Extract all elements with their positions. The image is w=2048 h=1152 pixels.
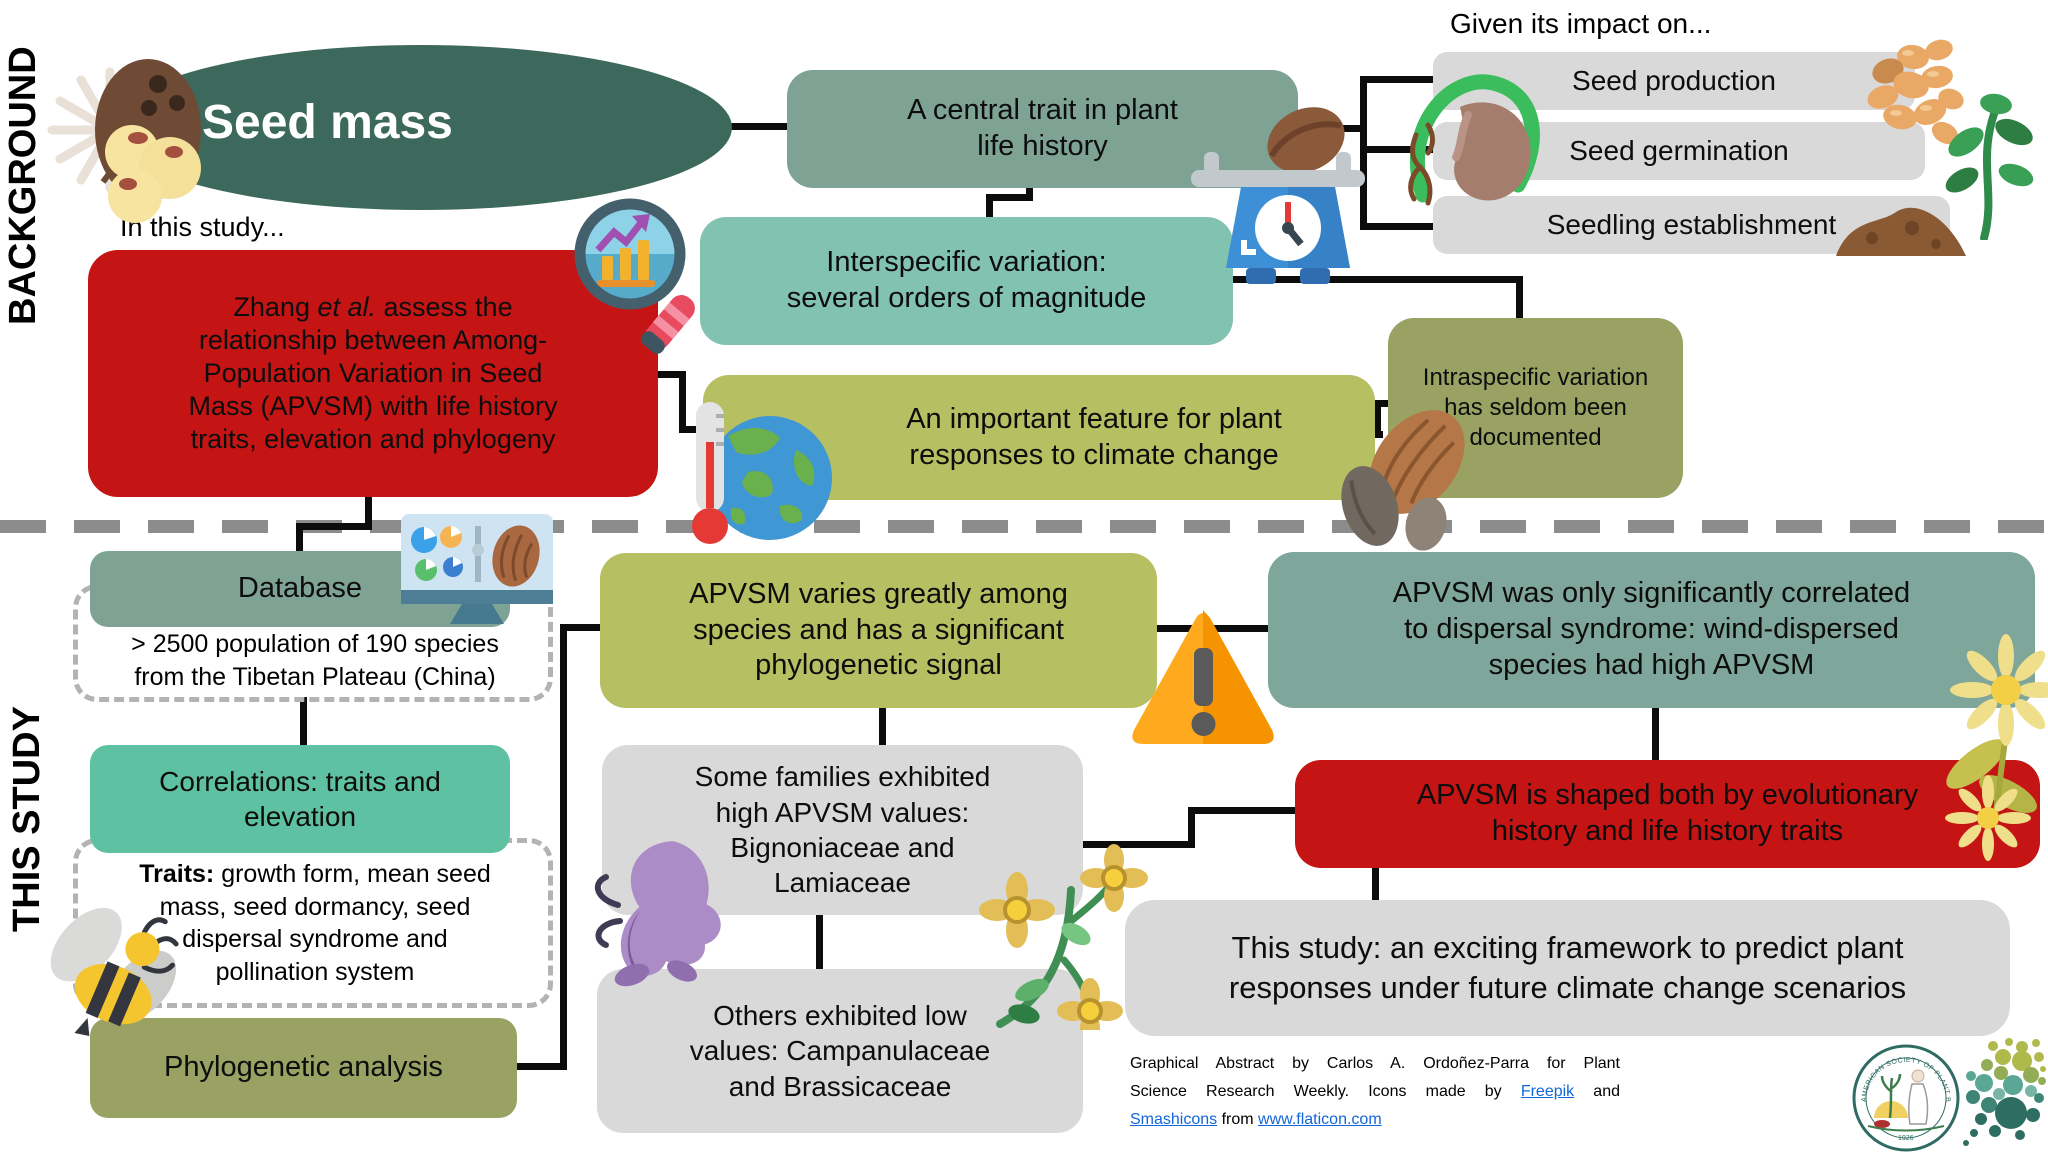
box-line: documented: [1469, 423, 1602, 451]
connector: [1360, 223, 1436, 230]
database-note: > 2500 population of 190 species from th…: [131, 630, 499, 691]
globe-thermometer-icon: [688, 398, 833, 561]
connector: [300, 697, 307, 749]
given-impact-label: Given its impact on...: [1450, 8, 1712, 39]
connector: [986, 194, 1033, 201]
almond-seeds-icon: [1322, 392, 1477, 557]
freepik-link[interactable]: Freepik: [1520, 1083, 1575, 1100]
connector: [515, 1063, 567, 1070]
box-line: Mass (APVSM) with life history: [188, 390, 558, 421]
attribution: Graphical Abstract by Carlos A. Ordoñez-…: [1130, 1050, 1620, 1134]
connector: [296, 523, 372, 530]
seed-mass-ellipse: Seed mass: [110, 45, 732, 210]
connector: [1374, 400, 1381, 438]
connector: [1360, 76, 1436, 83]
monitor-seed-icon: [396, 510, 561, 637]
smashicons-link[interactable]: Smashicons: [1130, 1111, 1218, 1128]
svg-text:1926: 1926: [1898, 1135, 1914, 1142]
connector: [296, 523, 303, 557]
intraspecific-box: Intraspecific variation has seldom been …: [1388, 318, 1683, 498]
chart-magnifier-icon: [568, 192, 720, 372]
box-line: Interspecific variation:: [826, 246, 1107, 279]
connector: [986, 194, 993, 220]
page-title: Seed mass: [202, 96, 453, 149]
connector: [679, 371, 686, 433]
leaf-dots-logo: [1943, 1034, 2048, 1152]
flaticon-link[interactable]: www.flaticon.com: [1258, 1111, 1382, 1128]
connector: [1079, 841, 1195, 848]
connector: [1230, 276, 1523, 283]
box-line: Population Variation in Seed: [203, 358, 543, 389]
traits-note: Traits: growth form, mean seed mass, see…: [139, 860, 491, 986]
apvsm-shaped-box: APVSM is shaped both by evolutionary his…: [1295, 760, 2040, 868]
connector: [879, 704, 886, 749]
attribution-line: Smashicons from www.flaticon.com: [1130, 1111, 1382, 1128]
dandelion-flower-icon: [1936, 612, 2048, 889]
soil-mound-icon: [1832, 194, 1972, 264]
seedling-icon: [1922, 80, 2047, 245]
germinating-seed-icon: [1398, 65, 1558, 225]
connector: [1360, 76, 1367, 230]
connector: [560, 624, 605, 631]
box-line: Intraspecific variation: [1422, 364, 1649, 392]
apvsm-varies-box: APVSM varies greatly among species and h…: [600, 553, 1157, 708]
connector: [1372, 864, 1379, 904]
connector: [1652, 705, 1659, 762]
box-line: life history: [977, 130, 1108, 162]
connector: [654, 371, 686, 378]
box-line: A central trait in plant: [907, 94, 1178, 127]
box-line: has seldom been: [1444, 394, 1627, 422]
box-line: traits, elevation and phylogeny: [190, 423, 556, 454]
seeds-cluster-icon: [1853, 25, 1973, 158]
phylogenetic-box: Phylogenetic analysis: [90, 1018, 517, 1118]
bee-icon: [46, 893, 186, 1050]
connector: [730, 123, 790, 130]
connector: [679, 426, 707, 433]
box-line: several orders of magnitude: [786, 282, 1147, 314]
aspb-seal-logo: AMERICAN SOCIETY OF PLANT BIOLOGISTS 192…: [1849, 1039, 1960, 1152]
box-line: An important feature for plant: [906, 402, 1282, 435]
box-line: Zhang et al. assess the: [233, 292, 513, 323]
connector: [816, 911, 823, 973]
framework-box: This study: an exciting framework to pre…: [1125, 900, 2010, 1036]
study-summary-box: Zhang et al. assess the relationship bet…: [88, 250, 658, 497]
purple-flower-icon: [578, 835, 723, 995]
connector: [560, 624, 567, 1070]
attribution-line: Graphical Abstract by Carlos A. Ordoñez-…: [1130, 1055, 1620, 1072]
correlations-box: Correlations: traits and elevation: [90, 745, 510, 853]
connector: [1026, 186, 1033, 201]
central-trait-box: A central trait in plant life history: [787, 70, 1298, 188]
popcorn-seeds-icon: [98, 122, 213, 235]
box-line: responses to climate change: [909, 438, 1279, 471]
interspecific-box: Interspecific variation: several orders …: [700, 217, 1233, 345]
connector: [1188, 807, 1300, 814]
connector: [1188, 807, 1195, 848]
attribution-line: Science Research Weekly. Icons made by F…: [1130, 1083, 1621, 1100]
connector: [1374, 400, 1394, 407]
connector: [1360, 146, 1436, 153]
yellow-flowers-icon: [972, 838, 1150, 1044]
others-low-box: Others exhibited low values: Campanulace…: [597, 969, 1083, 1133]
connector: [365, 494, 372, 530]
connector: [1516, 276, 1523, 322]
warning-icon: [1126, 606, 1281, 761]
seed-scale-icon: [1188, 100, 1373, 295]
apvsm-correlated-box: APVSM was only significantly correlated …: [1268, 552, 2035, 708]
box-line: relationship between Among-: [198, 325, 548, 356]
